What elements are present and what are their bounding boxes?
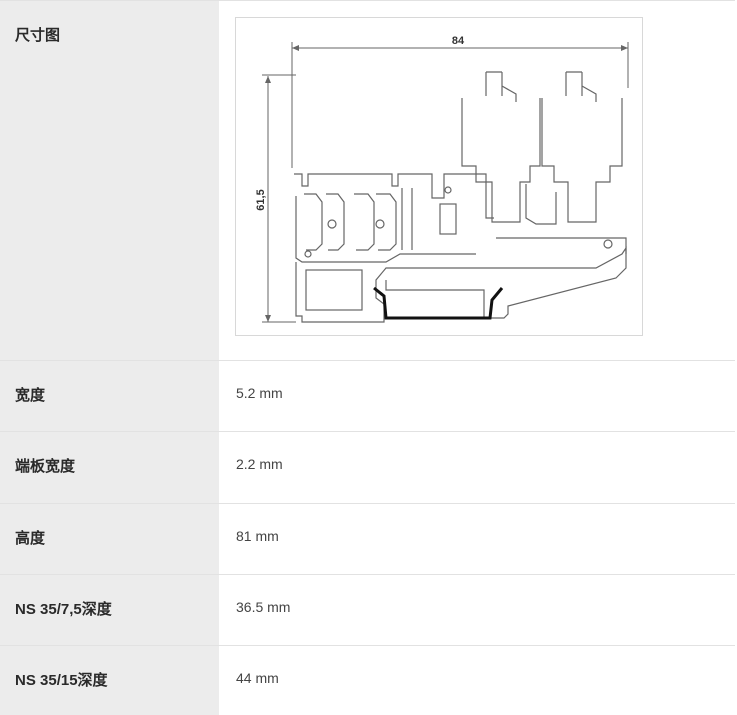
terminal-block-drawing: 84 61,5 — [255, 35, 629, 323]
label-cell: 高度 — [0, 504, 219, 574]
value-cell: 84 61,5 — [219, 1, 735, 360]
row-label: NS 35/7,5深度 — [15, 601, 112, 618]
value-cell: 36.5 mm — [219, 575, 735, 645]
height-dimension-label: 61,5 — [255, 189, 267, 210]
dimension-drawing: 84 61,5 — [235, 17, 643, 336]
table-row-height: 高度 81 mm — [0, 504, 735, 575]
table-row-end-plate-width: 端板宽度 2.2 mm — [0, 432, 735, 504]
value-cell: 5.2 mm — [219, 361, 735, 431]
label-cell: NS 35/7,5深度 — [0, 575, 219, 645]
label-cell: 尺寸图 — [0, 1, 219, 360]
label-cell: NS 35/15深度 — [0, 646, 219, 715]
row-value: 44 mm — [236, 670, 279, 686]
value-cell: 81 mm — [219, 504, 735, 574]
table-row-ns35-7-5-depth: NS 35/7,5深度 36.5 mm — [0, 575, 735, 646]
terminal-block-outline — [294, 71, 627, 323]
value-cell: 2.2 mm — [219, 432, 735, 503]
dimension-arrows — [265, 45, 628, 322]
row-value: 81 mm — [236, 528, 279, 544]
label-cell: 端板宽度 — [0, 432, 219, 503]
table-row-ns35-15-depth: NS 35/15深度 44 mm — [0, 646, 735, 715]
din-rail — [373, 286, 504, 320]
row-value: 5.2 mm — [236, 385, 283, 401]
label-cell: 宽度 — [0, 361, 219, 431]
table-row-dimension-drawing: 尺寸图 — [0, 1, 735, 361]
row-label: 尺寸图 — [15, 27, 61, 44]
value-cell: 44 mm — [219, 646, 735, 715]
row-label: 端板宽度 — [15, 458, 76, 475]
row-value: 2.2 mm — [236, 456, 283, 472]
width-dimension-label: 84 — [452, 35, 465, 47]
row-label: NS 35/15深度 — [15, 672, 108, 689]
row-value: 36.5 mm — [236, 599, 291, 615]
table-row-width: 宽度 5.2 mm — [0, 361, 735, 432]
row-label: 高度 — [15, 530, 46, 547]
row-label: 宽度 — [15, 387, 46, 404]
